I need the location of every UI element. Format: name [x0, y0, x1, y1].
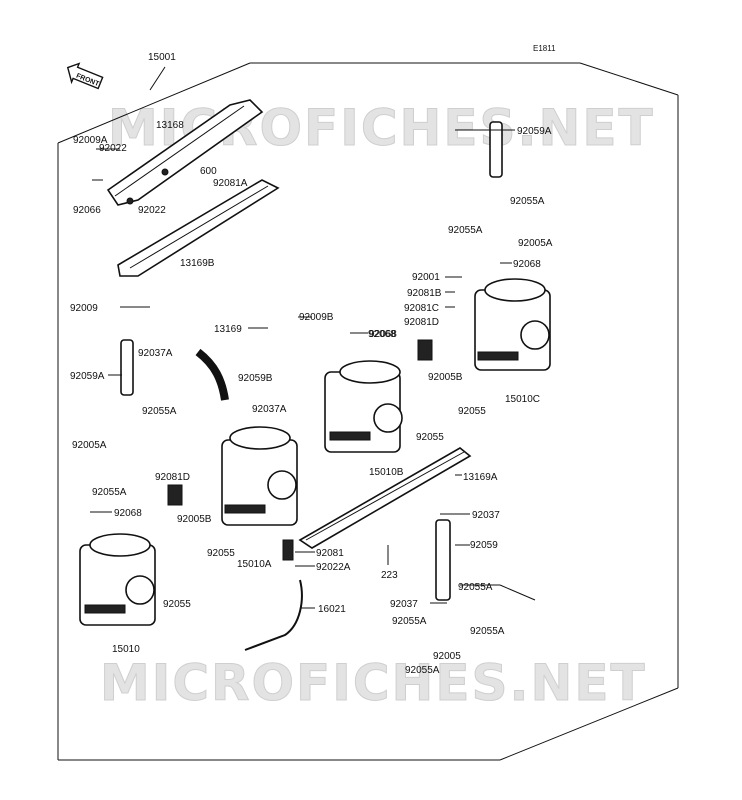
carburetor-15010A	[221, 426, 298, 526]
part-label: 92068	[368, 329, 396, 340]
part-label: 92059B	[238, 373, 273, 384]
part-label: 92068	[513, 259, 541, 270]
throttle-cable-16021	[244, 579, 303, 651]
part-label: 92005B	[177, 514, 212, 525]
part-label: 92055A	[470, 626, 505, 637]
part-label: 92081D	[404, 317, 439, 328]
part-label: 92066	[73, 205, 101, 216]
spring-92081D-left	[167, 484, 183, 506]
part-label: 92037A	[252, 404, 287, 415]
part-label: 92005B	[428, 372, 463, 383]
part-label: 92055A	[92, 487, 127, 498]
part-label: 15010	[112, 644, 140, 655]
part-label: 92009B	[299, 312, 334, 323]
part-label: 92055	[163, 599, 191, 610]
carburetor-15010	[79, 533, 156, 626]
bracket-13168	[106, 99, 264, 206]
part-label: 92055A	[405, 665, 440, 676]
part-label: 92055	[458, 406, 486, 417]
front-arrow-icon: FRONT	[66, 62, 104, 90]
spring-92081	[282, 539, 294, 561]
spring-92081D-right	[417, 339, 433, 361]
part-label: 16021	[318, 604, 346, 615]
assembly-frame	[57, 62, 679, 761]
watermark-bottom: MICROFICHES.NET	[100, 654, 647, 712]
pipe-92059A-right	[489, 121, 503, 178]
pipe-92059A-left	[120, 339, 134, 396]
part-label: 92081B	[407, 288, 442, 299]
part-label: 13169B	[180, 258, 215, 269]
part-label: 600	[200, 166, 217, 177]
part-label: 92059A	[70, 371, 105, 382]
part-label: 92022A	[316, 562, 351, 573]
pipe-92059	[435, 519, 451, 601]
part-label: 92005A	[518, 238, 553, 249]
part-label: 92081C	[404, 303, 439, 314]
part-label: 92037	[390, 599, 418, 610]
part-label: 92081A	[213, 178, 248, 189]
part-label: 92005	[433, 651, 461, 662]
part-label: 92081D	[155, 472, 190, 483]
part-label: 92068	[369, 329, 397, 340]
part-label: 92037	[472, 510, 500, 521]
part-label: 92009A	[73, 135, 108, 146]
hose-92059B	[195, 348, 229, 401]
part-label: 15010A	[237, 559, 272, 570]
part-label: 92059	[470, 540, 498, 551]
carburetor-15010B	[324, 360, 403, 453]
part-label: 92055A	[392, 616, 427, 627]
part-label: 92009	[70, 303, 98, 314]
link-plate-13169B	[117, 179, 280, 277]
part-label: 13168	[156, 120, 184, 131]
part-label: 15010B	[369, 467, 404, 478]
part-label: 223	[381, 570, 398, 581]
part-label: 92001	[412, 272, 440, 283]
part-label: 92055	[416, 432, 444, 443]
part-label: 92022	[138, 205, 166, 216]
leader-lines	[90, 129, 536, 609]
part-label: 92055	[207, 548, 235, 559]
part-label: 92059A	[517, 126, 552, 137]
link-plate-13169A	[298, 447, 472, 549]
part-label: 92055A	[142, 406, 177, 417]
part-label: 15010C	[505, 394, 540, 405]
part-label: 92081	[316, 548, 344, 559]
part-label: 13169A	[463, 472, 498, 483]
part-label: 92005A	[72, 440, 107, 451]
part-label: 92022	[99, 143, 127, 154]
part-label: 92068	[114, 508, 142, 519]
part-label: 92055A	[458, 582, 493, 593]
part-label: 92037A	[138, 348, 173, 359]
carburetor-15010C	[474, 278, 551, 371]
part-label: 92055A	[448, 225, 483, 236]
part-labels: 15001 13168 92009A 92022 600 92081A 9206…	[70, 52, 553, 676]
part-label: 92055A	[510, 196, 545, 207]
diagram-code: E1811	[533, 44, 556, 53]
part-label: 13169	[214, 324, 242, 335]
part-label: 15001	[148, 52, 176, 63]
